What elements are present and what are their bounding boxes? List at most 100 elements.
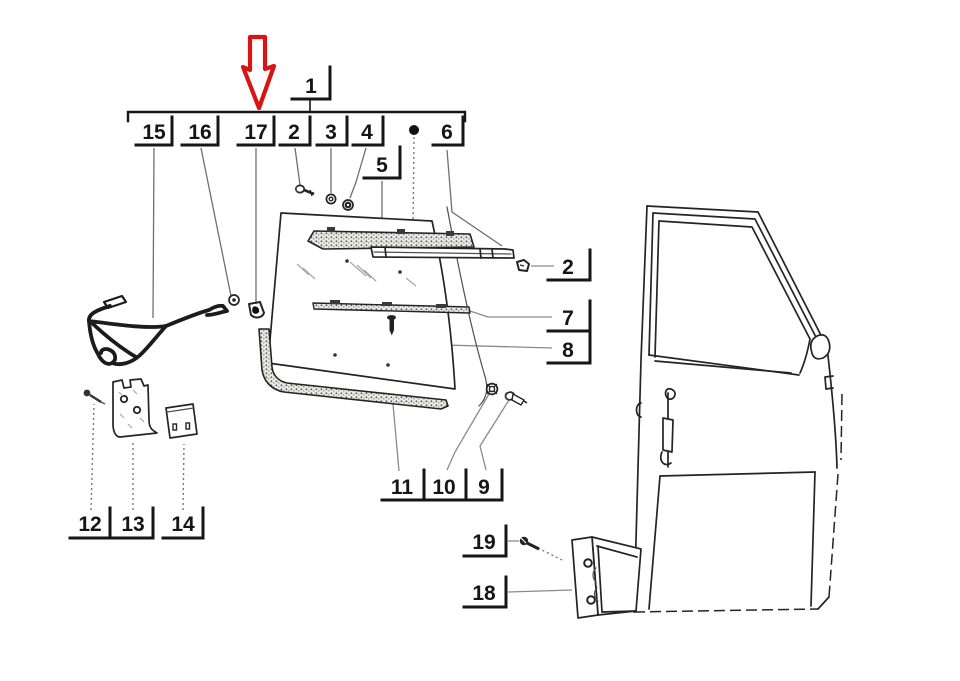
leader-9 [479,399,510,471]
part-bracket-13 [112,378,158,438]
frame-left-post-1 [648,212,654,356]
part-number-4: 4 [361,121,373,144]
callout-8: 8 [546,331,592,365]
part-check-bracket-18 [571,536,642,619]
callout-2-top: 2 [278,115,312,147]
lower-panel-top [659,471,816,477]
part-wire-linkage-15 [87,294,229,367]
part-bottom-channel-11 [258,328,449,410]
callout-3: 3 [315,115,349,147]
callout-4: 4 [351,115,385,147]
leader-16 [200,147,232,297]
callout-2-right: 2 [546,248,592,282]
frame-left-post-2 [654,220,660,358]
highlight-arrow-icon [240,34,277,111]
callout-1: 1 [290,65,332,101]
top-bracket-line [126,110,467,123]
callout-12: 12 [68,506,112,540]
part-number-7: 7 [562,307,574,330]
belt-right-join [799,338,811,374]
lower-panel-right [810,471,816,607]
part-number-19: 19 [472,531,495,554]
leader-18 [507,589,573,593]
part-clip-2 [516,259,530,272]
callout-19: 19 [462,524,508,558]
belt-line-inner [654,360,792,374]
latch-body [662,417,674,453]
callout-17: 17 [236,115,276,147]
latch-foot [659,451,672,466]
door-right-edge-lower [828,473,839,598]
leader-11 [392,403,400,472]
door-outline [633,205,843,613]
callout-18: 18 [462,575,508,609]
part-clip-17 [248,301,265,319]
part-nut-10 [485,382,499,396]
callout-16: 16 [180,115,220,147]
part-plate-14 [165,403,198,439]
glass-reflection-hatches [296,261,417,287]
part-screw-12 [83,389,106,405]
part-number-14: 14 [171,513,195,536]
door-bottom-right-corner [817,596,830,610]
callout-15: 15 [134,115,174,147]
callout-9: 9 [466,468,504,502]
part-number-18: 18 [472,582,496,605]
part-washer-3 [325,193,337,205]
part-number-12: 12 [78,513,101,536]
part-screw-9 [504,391,528,406]
part-number-15: 15 [142,121,166,144]
leader-4 [349,147,367,199]
callout-7: 7 [546,299,592,333]
edge-dashed-line [840,393,843,461]
part-number-2: 2 [562,256,574,279]
part-number-5: 5 [376,154,388,177]
leader-15 [152,147,155,319]
leader-14 [182,443,185,511]
part-number-2: 2 [288,121,300,144]
leader-6 [446,149,503,247]
callout-10: 10 [424,468,468,502]
leader-assembly-dot [412,136,415,231]
edge-clip-detail [824,375,834,390]
part-glass-run-6 [370,246,515,259]
part-number-6: 6 [441,121,453,144]
part-grommet-4 [342,199,354,211]
part-number-10: 10 [432,476,455,499]
vent-corner [809,334,831,360]
part-pin-8 [387,315,396,336]
part-number-17: 17 [244,121,267,144]
part-channel-7 [312,300,471,314]
door-right-edge-upper [826,346,838,469]
glass-mount-holes [333,259,402,367]
hinge-bump [635,402,642,418]
callout-6: 6 [431,115,465,147]
leader-2-top [294,147,301,186]
door-left-edge [633,205,648,613]
callout-13: 13 [111,506,155,540]
part-number-3: 3 [325,121,337,144]
door-bottom-edge [633,608,819,613]
part-number-8: 8 [562,339,574,362]
part-number-9: 9 [478,476,490,499]
callout-14: 14 [161,506,205,540]
callout-bracket-row [126,99,467,123]
part-number-11: 11 [391,476,414,499]
assembly-dot [409,125,419,135]
part-grommet-16 [228,294,240,306]
leader-7 [466,309,552,318]
window-frame-inner-1 [652,212,820,344]
part-number-1: 1 [305,75,317,98]
part-number-16: 16 [188,121,211,144]
callout-11: 11 [380,468,426,502]
lower-panel-left [648,475,661,610]
part-screw-2 [294,184,315,197]
door-window-frame-outer [646,205,828,348]
leader-10 [446,393,490,471]
callout-5: 5 [362,145,402,180]
part-number-13: 13 [121,513,144,536]
latch-hook [664,387,676,400]
